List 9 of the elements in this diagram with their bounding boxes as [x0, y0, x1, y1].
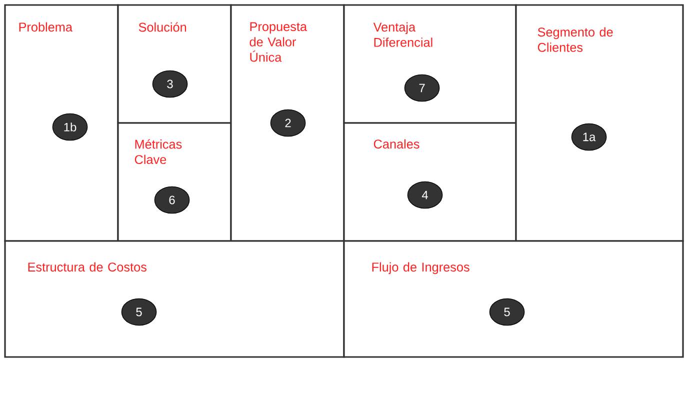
number-badge: 1a [571, 123, 607, 151]
number-badge: 1b [52, 113, 88, 141]
number-badge: 4 [407, 181, 443, 209]
number-badge: 5 [121, 298, 157, 326]
number-badge: 6 [154, 186, 190, 214]
number-badge: 5 [489, 298, 525, 326]
number-badge: 2 [270, 109, 306, 137]
number-badge: 7 [404, 74, 440, 102]
number-badge: 3 [152, 70, 188, 98]
